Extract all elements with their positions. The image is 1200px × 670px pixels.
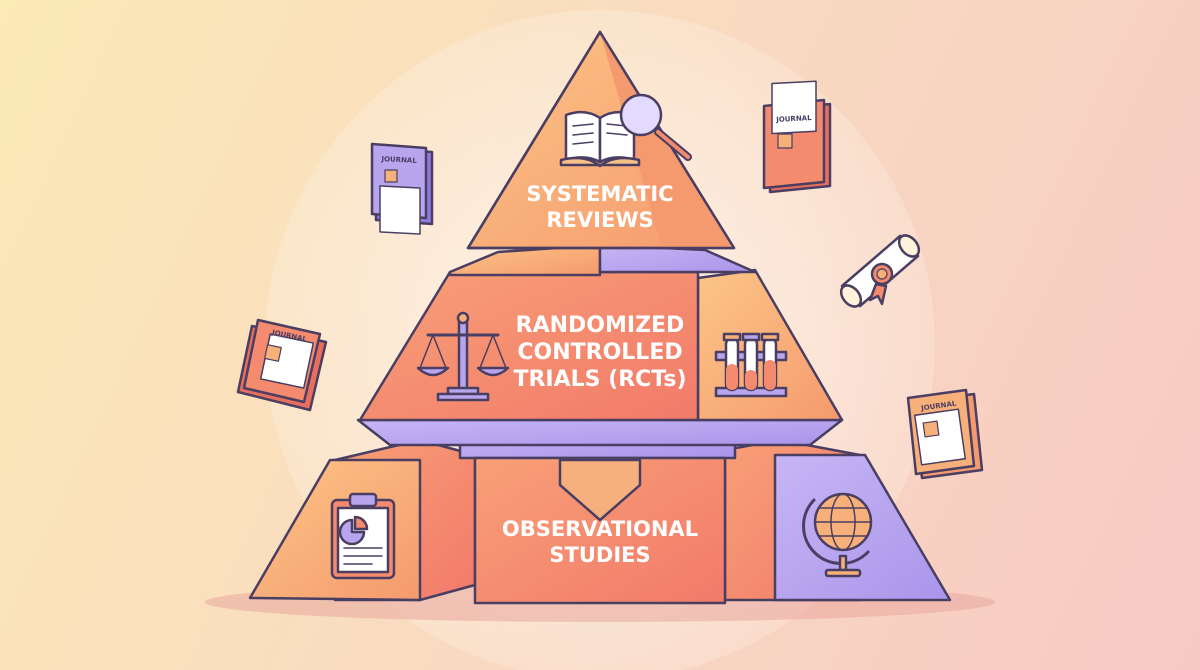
open-book-with-magnifier-icon [559, 93, 692, 168]
tier-label-middle: RANDOMIZED CONTROLLED TRIALS (RCTs) [513, 313, 686, 392]
tier-label-line: STUDIES [549, 543, 650, 567]
tier-label-line: RANDOMIZED [516, 313, 685, 338]
diploma-scroll-icon [839, 234, 921, 308]
tier-label-base: OBSERVATIONAL STUDIES [502, 517, 698, 567]
tier-label-line: CONTROLLED [517, 340, 682, 365]
base-center-notch [558, 458, 642, 522]
tier-label-top: SYSTEMATIC REVIEWS [526, 182, 673, 232]
middle-ledge [356, 418, 844, 447]
globe-icon [802, 492, 873, 578]
journal-icon [906, 388, 984, 480]
tier-label-line: SYSTEMATIC [526, 182, 673, 206]
tier-label-line: OBSERVATIONAL [502, 517, 698, 541]
journal-label: JOURNAL [380, 155, 417, 165]
test-tubes-icon [714, 332, 788, 398]
journal-icon [236, 318, 328, 412]
journal-icon [762, 80, 832, 194]
journal-icon [370, 142, 434, 235]
tier-label-line: TRIALS (RCTs) [513, 367, 686, 392]
tier-label-line: REVIEWS [546, 208, 653, 232]
balance-scale-icon [416, 311, 510, 402]
clipboard-pie-chart-icon [330, 492, 396, 580]
journal-label: JOURNAL [775, 114, 812, 124]
base-center-front [473, 456, 727, 605]
